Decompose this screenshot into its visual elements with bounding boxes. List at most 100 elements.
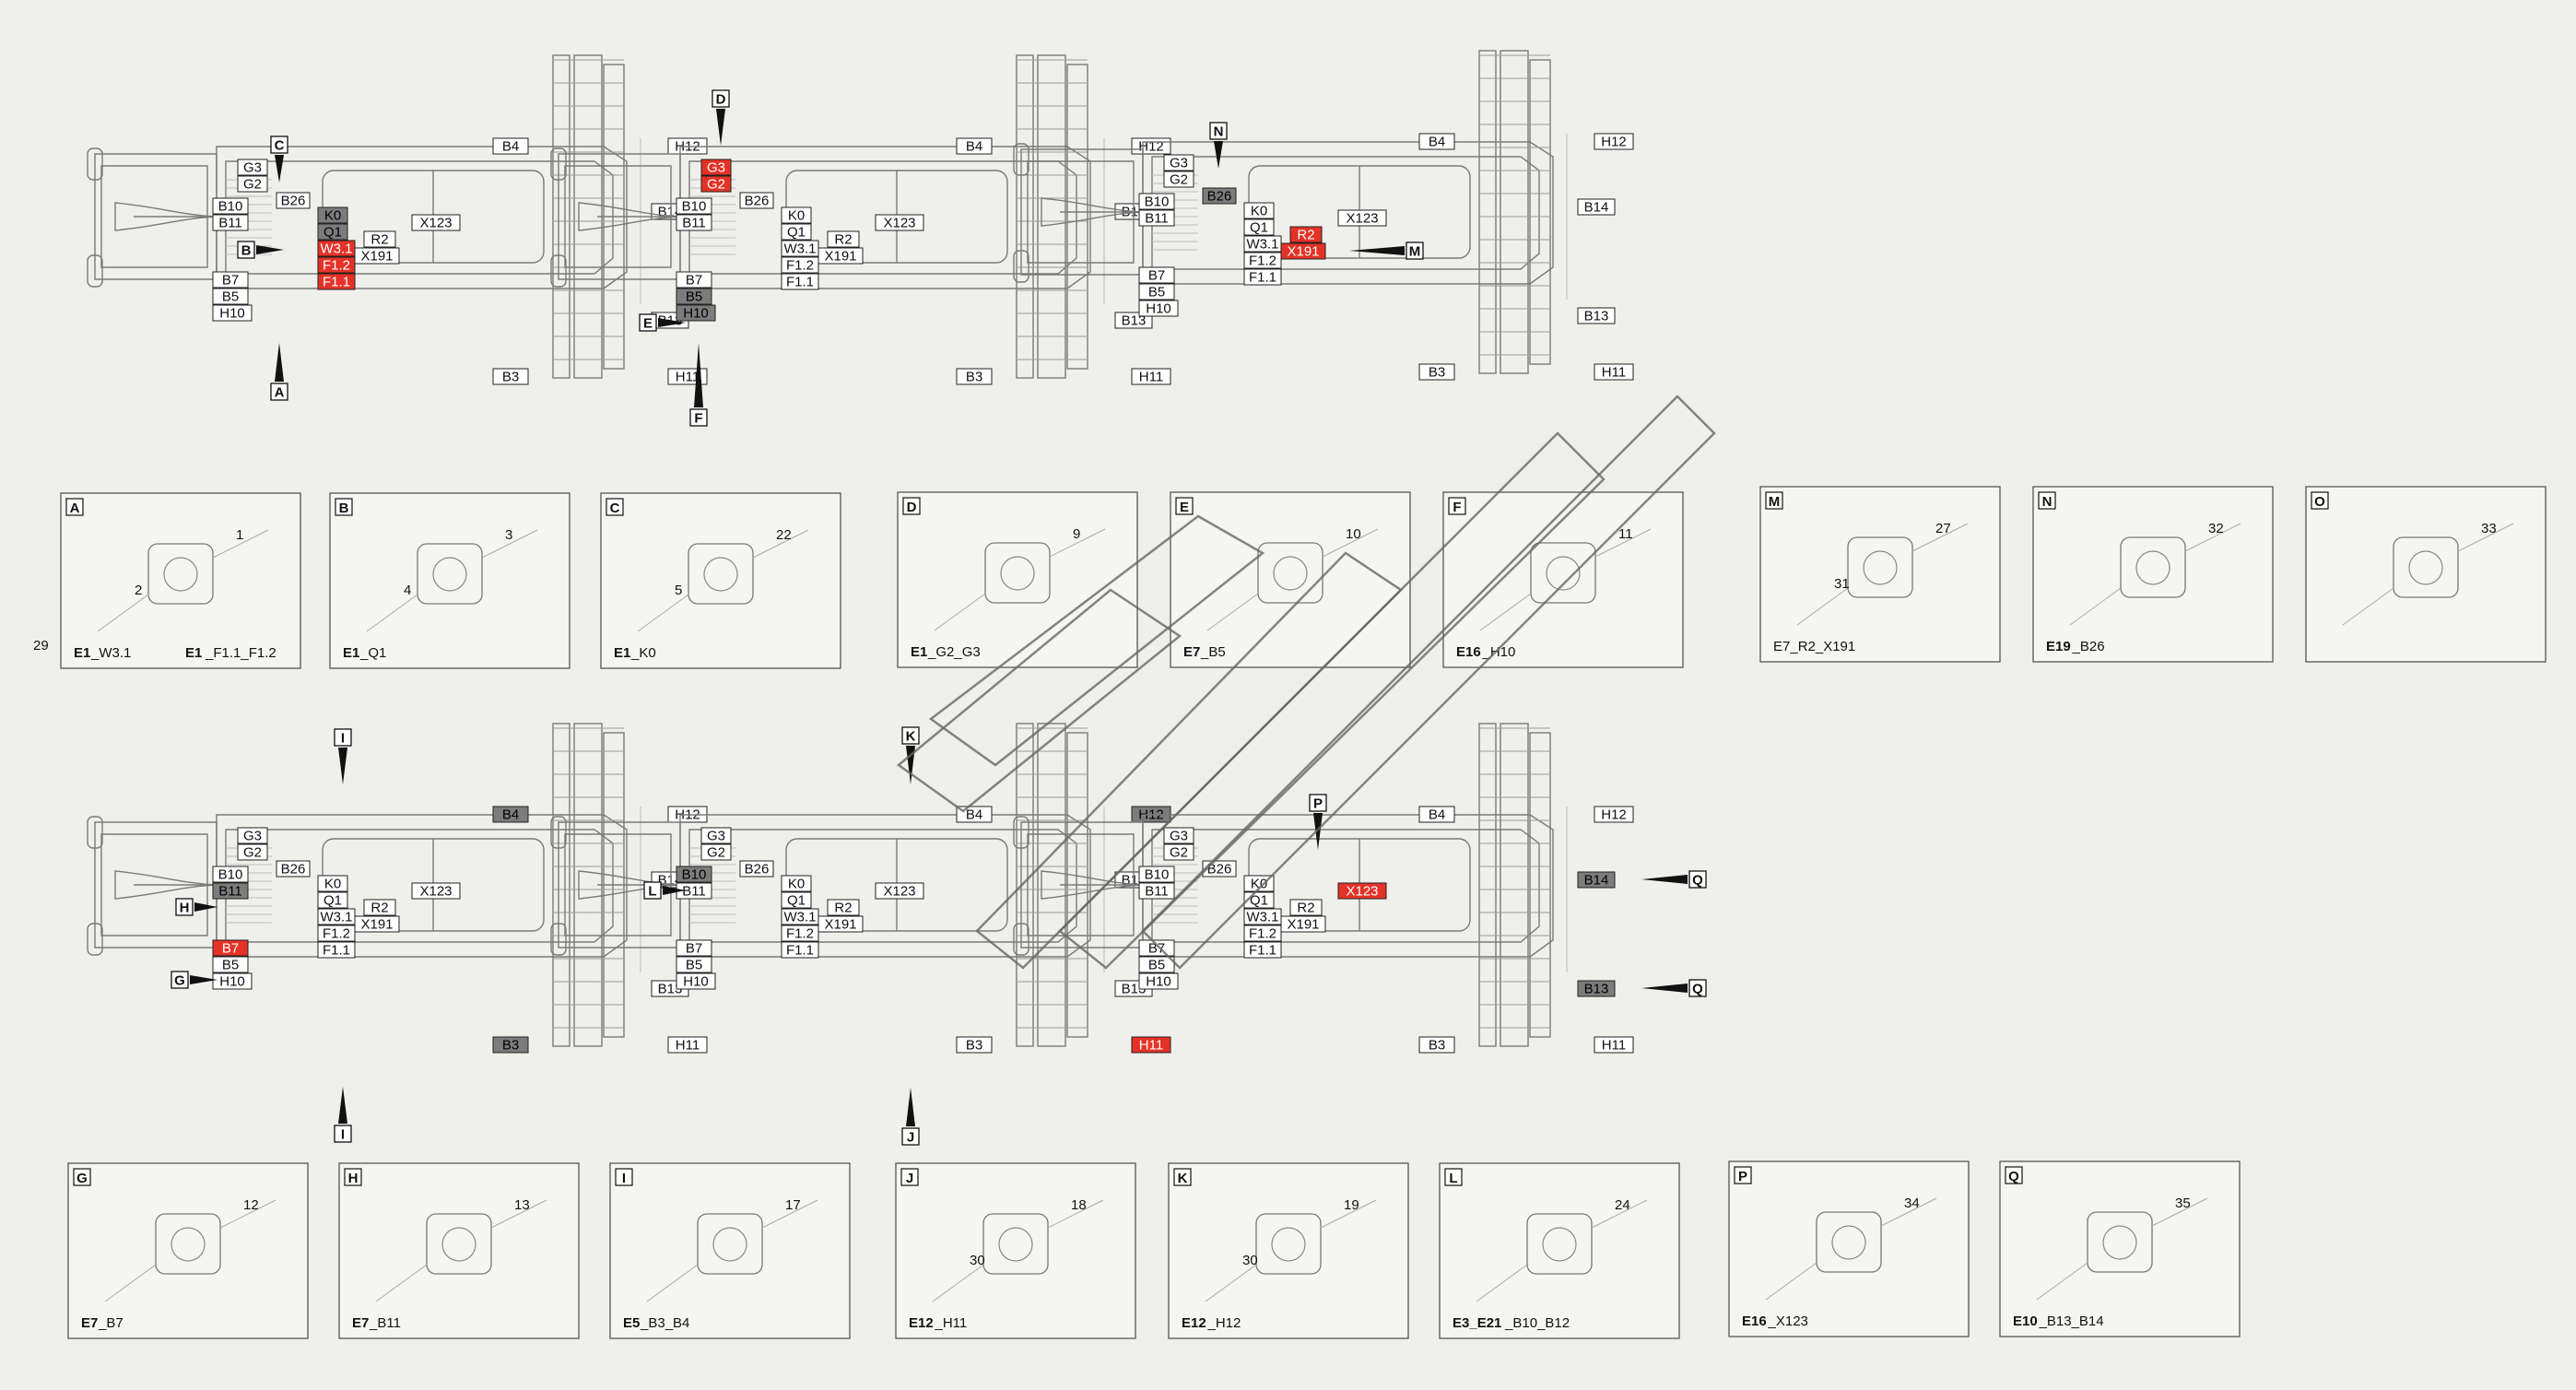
panel-frame	[1170, 491, 1411, 668]
marker-l-box	[643, 881, 662, 900]
f12-label: F1.2	[786, 258, 814, 274]
b10-box	[676, 197, 712, 215]
f12-label: F1.2	[1249, 926, 1276, 942]
front-wheel-top	[550, 147, 567, 181]
marker-f-pointer	[694, 343, 703, 407]
panel-frame	[67, 1162, 309, 1339]
q1-box	[1243, 218, 1275, 236]
r2-label: R2	[371, 232, 388, 248]
panel-caption-code: E1	[614, 645, 630, 661]
front-wheel-bottom	[550, 923, 567, 956]
boom-outer-rail	[1529, 732, 1551, 1038]
b26-label: B26	[1207, 862, 1232, 878]
b4-label: B4	[1429, 135, 1445, 150]
b11-label: B11	[1145, 884, 1169, 900]
boom-right-rail	[1500, 50, 1529, 374]
panel-caption-code: E1	[74, 645, 90, 661]
marker-j-letter: J	[907, 1130, 914, 1146]
panel-letter-box	[1448, 497, 1466, 515]
b10-box	[212, 197, 249, 215]
panel-letter-box	[335, 498, 353, 516]
b7-label: B7	[1148, 941, 1165, 957]
marker-e-pointer	[658, 318, 686, 327]
b10-label: B10	[682, 867, 707, 883]
b7-label: B7	[222, 941, 239, 957]
panel-letter-box	[73, 1168, 91, 1186]
b7-box	[212, 271, 249, 289]
panel-letter: B	[339, 501, 349, 516]
h11-label: H11	[676, 370, 700, 385]
r2-box	[1289, 226, 1323, 243]
f12-box	[317, 925, 356, 942]
b26-label: B26	[281, 862, 306, 878]
g3-box	[700, 827, 732, 844]
panel-caption-text: E7_R2_X191	[1773, 639, 1855, 654]
part-number: 4	[404, 583, 411, 598]
part-number: 1	[236, 527, 243, 543]
panel-caption-text: _K0	[630, 645, 656, 661]
boom-left-rail	[1016, 723, 1034, 1047]
b11-box	[676, 214, 712, 231]
panel-caption-text: _B3_B4	[640, 1315, 689, 1331]
f12-box	[1243, 252, 1282, 269]
k0-label: K0	[324, 208, 341, 224]
b5-box	[212, 956, 249, 973]
panel-letter: Q	[2008, 1169, 2019, 1184]
h11-label: H11	[1602, 365, 1626, 381]
panel-letter: M	[1769, 494, 1781, 510]
g2-label: G2	[707, 177, 725, 193]
b14-label: B14	[1584, 200, 1609, 216]
part-number: 10	[1346, 526, 1361, 542]
front-wheel-bottom	[1013, 250, 1029, 283]
panel-caption-code: E1	[343, 645, 359, 661]
part-detail	[1271, 1227, 1306, 1262]
part-detail	[712, 1227, 747, 1262]
part-number: 5	[675, 583, 682, 598]
h10-label: H10	[1146, 301, 1171, 317]
part-detail	[171, 1227, 206, 1262]
panel-caption-code: E5	[623, 1315, 640, 1331]
boom-left-rail	[552, 54, 570, 379]
b5-box	[1138, 956, 1175, 973]
part-leader	[1205, 1199, 1377, 1302]
panel-caption-text: _X123	[1768, 1313, 1808, 1329]
k0-label: K0	[788, 877, 805, 892]
w31-label: W3.1	[783, 241, 816, 257]
panel-caption-text: _F1.1_F1.2	[205, 645, 276, 661]
front-wheel-bottom	[87, 254, 103, 288]
b4-box	[492, 137, 529, 155]
part-leader	[637, 529, 809, 632]
watermark-stroke	[896, 588, 1182, 813]
r2-box	[363, 230, 396, 248]
b7-label: B7	[686, 941, 702, 957]
b7-box	[212, 939, 249, 957]
x191-label: X191	[360, 917, 393, 933]
g3-label: G3	[707, 160, 725, 176]
marker-h-letter: H	[180, 901, 190, 916]
g2-label: G2	[1170, 845, 1188, 861]
b3-box	[956, 1036, 993, 1054]
b26-box	[1202, 187, 1237, 205]
g2-label: G2	[1170, 172, 1188, 188]
part-number: 29	[33, 638, 49, 654]
panel-letter: H	[348, 1171, 359, 1186]
part-sketch	[1816, 1211, 1882, 1273]
x123-box	[1337, 209, 1387, 227]
part-sketch	[1530, 542, 1596, 604]
panel-letter-box	[1765, 491, 1783, 510]
b11-label: B11	[218, 216, 242, 231]
part-number: 27	[1935, 521, 1951, 536]
marker-h-box	[175, 898, 194, 916]
part-leader	[97, 529, 269, 632]
x123-box	[411, 882, 461, 900]
panel-letter-box	[2311, 491, 2329, 510]
marker-b-pointer	[256, 245, 284, 254]
r2-label: R2	[371, 901, 388, 916]
g2-box	[700, 843, 732, 861]
b5-box	[676, 956, 712, 973]
k0-label: K0	[788, 208, 805, 224]
